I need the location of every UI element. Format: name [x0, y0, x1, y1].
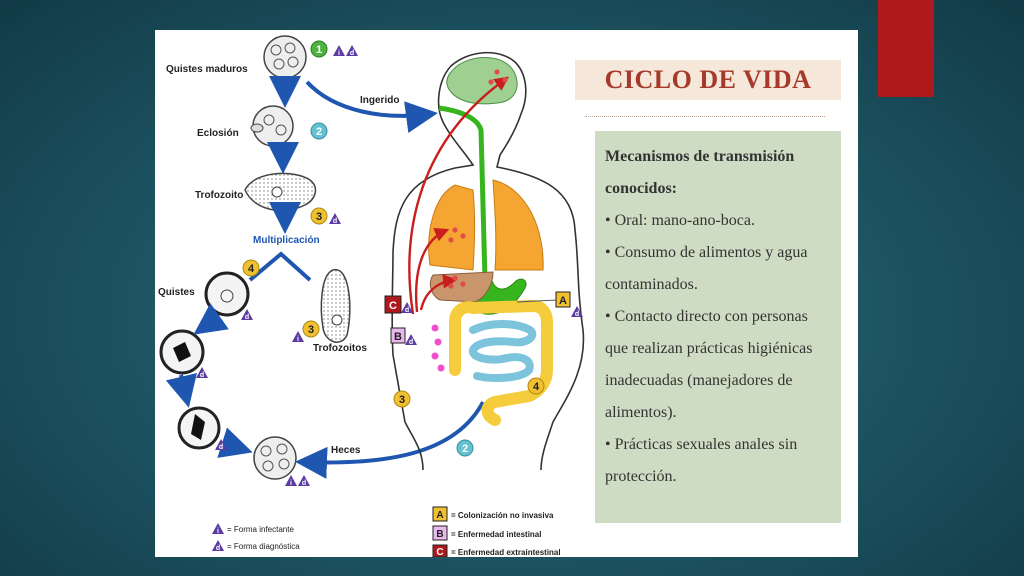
legend-diagnostica: = Forma diagnóstica: [227, 542, 300, 551]
triangle-badges: i d d d i d d i d d d d: [196, 45, 583, 487]
svg-text:A: A: [436, 510, 443, 521]
legend-disease: A = Colonización no invasiva B = Enferme…: [432, 506, 561, 557]
cyst-in-feces: [253, 436, 297, 480]
label-quistes-maduros: Quistes maduros: [166, 64, 248, 75]
svg-text:i: i: [338, 50, 340, 57]
svg-text:C: C: [436, 547, 443, 557]
svg-text:d: d: [333, 218, 337, 225]
cyst-mature: [263, 35, 307, 79]
marker-4-body: 4: [527, 377, 545, 395]
intestinal-lesions: [431, 324, 445, 372]
svg-text:3: 3: [308, 324, 314, 336]
svg-text:d: d: [405, 307, 409, 314]
svg-text:d: d: [302, 480, 306, 487]
svg-text:d: d: [575, 311, 579, 318]
info-item-direct-contact: • Contacto directo con personas que real…: [605, 308, 813, 421]
label-multiplicacion: Multiplicación: [253, 235, 320, 246]
label-heces: Heces: [331, 445, 361, 456]
cyst-hatching: [250, 105, 294, 147]
legend-intestinal: = Enfermedad intestinal: [451, 530, 541, 539]
svg-text:C: C: [389, 300, 397, 312]
legend-infectante: = Forma infectante: [227, 525, 294, 534]
infection-dots: [448, 69, 508, 289]
info-item-sexual: • Prácticas sexuales anales sin protecci…: [605, 436, 798, 485]
svg-text:B: B: [394, 331, 402, 343]
extraintestinal-pathways: [408, 76, 509, 315]
trophozoite-right: [320, 269, 351, 343]
marker-letter-c: C: [384, 295, 402, 314]
marker-4-quistes: 4: [242, 259, 260, 277]
accent-bar: [878, 0, 934, 97]
svg-text:i: i: [290, 480, 292, 487]
marker-3-body: 3: [393, 390, 411, 408]
legend-extraintestinal: = Enfermedad extraintestinal: [451, 548, 561, 557]
marker-letter-a: A: [516, 291, 571, 308]
svg-text:3: 3: [316, 211, 322, 223]
cycle-arrows: [165, 76, 485, 479]
label-eclosion: Eclosión: [197, 128, 239, 139]
cyst-left-3: [177, 406, 221, 450]
trophozoite-cell: [244, 172, 317, 212]
marker-3-trophozoite: 3: [310, 207, 328, 225]
svg-text:d: d: [350, 50, 354, 57]
label-quistes: Quistes: [158, 287, 195, 298]
cyst-left-1: [204, 271, 250, 317]
legend-forms: i = Forma infectante d = Forma diagnósti…: [212, 523, 300, 552]
life-cycle-diagram: 1 2 3 4 3 3 4 2 A B C i: [158, 35, 585, 557]
info-item-oral: • Oral: mano-ano-boca.: [605, 212, 755, 229]
marker-1: 1: [310, 40, 328, 58]
slide-title: CICLO DE VIDA: [604, 65, 812, 94]
cyst-left-2: [159, 329, 205, 375]
svg-text:3: 3: [399, 394, 405, 406]
marker-letter-b: B: [390, 327, 406, 344]
svg-text:A: A: [559, 295, 567, 307]
svg-text:i: i: [297, 336, 299, 343]
svg-text:d: d: [216, 545, 220, 552]
legend-colonizacion: = Colonización no invasiva: [451, 511, 554, 520]
svg-text:d: d: [245, 314, 249, 321]
human-body: [391, 51, 585, 471]
info-item-food-water: • Consumo de alimentos y agua contaminad…: [605, 244, 808, 293]
svg-text:2: 2: [462, 443, 468, 455]
svg-text:4: 4: [533, 381, 540, 393]
svg-text:d: d: [219, 444, 223, 451]
marker-2-bottom: 2: [456, 439, 474, 457]
marker-2-top: 2: [310, 122, 328, 140]
svg-text:2: 2: [316, 126, 322, 138]
title-divider: [585, 116, 825, 117]
svg-text:B: B: [436, 529, 443, 540]
label-trofozoito: Trofozoito: [195, 190, 243, 201]
info-heading: Mecanismos de transmisión conocidos:: [605, 148, 795, 197]
title-banner: CICLO DE VIDA: [575, 60, 841, 100]
svg-text:4: 4: [248, 263, 255, 275]
svg-text:d: d: [409, 339, 413, 346]
svg-text:d: d: [200, 372, 204, 379]
label-trofozoitos: Trofozoitos: [313, 343, 367, 354]
marker-3-trofozoitos: 3: [302, 320, 320, 338]
transmission-info-box: Mecanismos de transmisión conocidos: • O…: [595, 131, 841, 523]
label-ingerido: Ingerido: [360, 95, 399, 106]
svg-text:i: i: [217, 528, 219, 535]
svg-text:1: 1: [316, 44, 322, 56]
